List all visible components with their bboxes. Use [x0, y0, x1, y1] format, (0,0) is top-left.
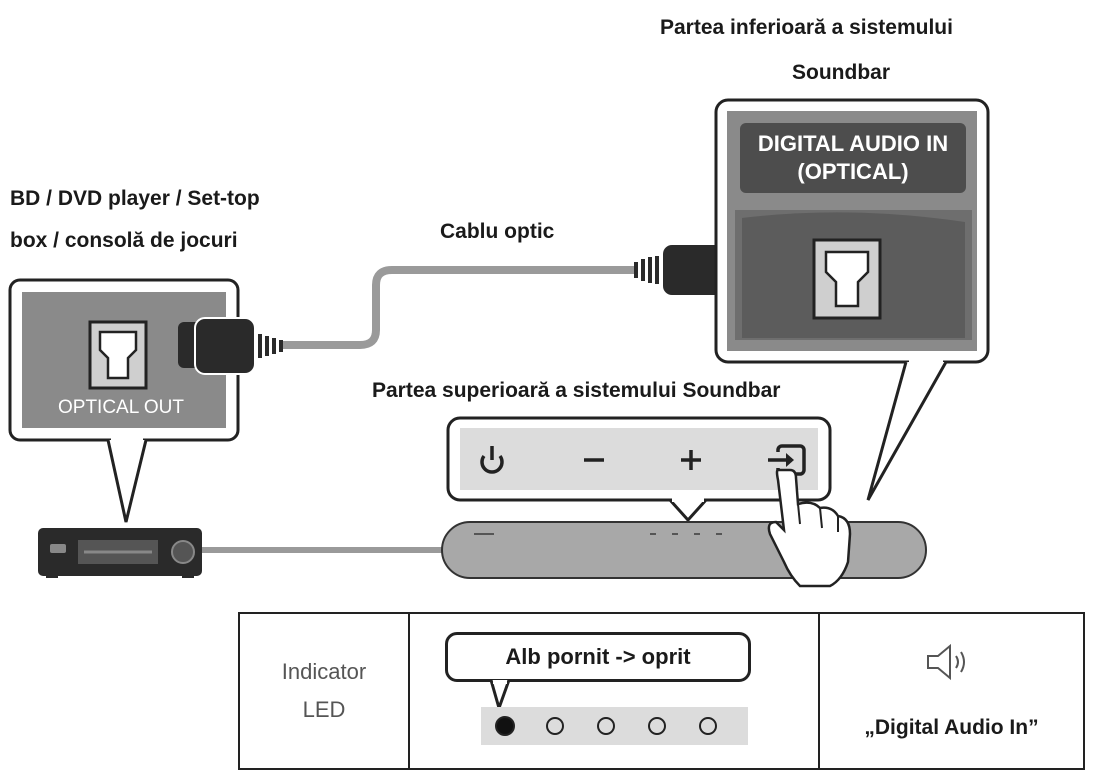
led-dot — [648, 717, 666, 735]
cable-label: Cablu optic — [440, 220, 555, 243]
digital-audio-in-port-icon — [812, 238, 882, 320]
speaker-icon — [927, 643, 965, 681]
optical-out-callout — [8, 278, 240, 523]
led-indicator-table: Indicator LED Alb pornit -> oprit „Digit… — [238, 612, 1085, 770]
digital-audio-in-label-line2: (OPTICAL) — [797, 159, 909, 184]
soundbar-bottom-label-line2: Soundbar — [792, 61, 890, 84]
indicator-label-cell: Indicator LED — [240, 614, 410, 768]
connection-diagram — [8, 98, 990, 588]
led-dot — [546, 717, 564, 735]
mode-cell: „Digital Audio In” — [820, 614, 1083, 768]
indicator-label-line1: Indicator — [281, 658, 367, 684]
pressing-hand-icon — [767, 468, 852, 588]
soundbar-bottom-label-line1: Partea inferioară a sistemului — [660, 16, 953, 39]
power-button[interactable] — [480, 446, 504, 474]
callout-pointer — [489, 680, 511, 710]
mode-label: „Digital Audio In” — [864, 716, 1039, 739]
soundbar-body — [441, 521, 927, 579]
optical-cable — [280, 266, 636, 349]
volume-up-button[interactable] — [681, 450, 701, 470]
bd-player-icon — [38, 528, 202, 578]
led-dot — [597, 717, 615, 735]
digital-audio-in-callout — [714, 98, 990, 501]
led-dot — [495, 716, 515, 736]
led-strip — [481, 707, 748, 745]
optical-plug-left-icon — [178, 317, 283, 375]
source-device-label-line1: BD / DVD player / Set-top — [10, 187, 260, 210]
source-button[interactable] — [768, 444, 806, 476]
optical-out-label: OPTICAL OUT — [58, 397, 184, 418]
led-dot — [699, 717, 717, 735]
indicator-label-line2: LED — [302, 697, 346, 722]
source-device-label-line2: box / consolă de jocuri — [10, 229, 238, 252]
soundbar-top-callout — [446, 416, 832, 523]
soundbar-top-label: Partea superioară a sistemului Soundbar — [372, 379, 781, 402]
led-state-callout: Alb pornit -> oprit — [445, 632, 751, 682]
digital-audio-in-label-line1: DIGITAL AUDIO IN — [757, 131, 949, 156]
led-state-cell: Alb pornit -> oprit — [410, 614, 820, 768]
optical-out-port-icon — [88, 320, 148, 390]
